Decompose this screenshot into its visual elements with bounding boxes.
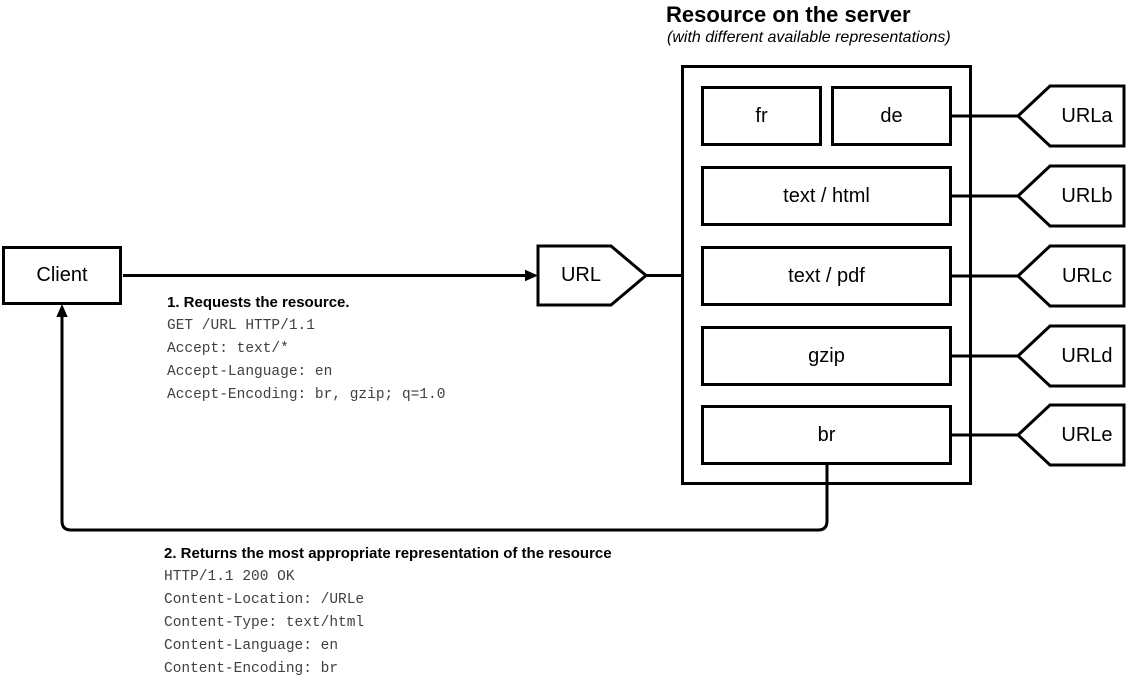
response-line: HTTP/1.1 200 OK <box>164 569 295 585</box>
response-arrowhead-icon <box>56 304 68 317</box>
representation-fr-box: fr <box>701 86 822 146</box>
representation-gzip-label: gzip <box>808 344 845 367</box>
request-line: Accept-Encoding: br, gzip; q=1.0 <box>167 387 446 403</box>
representation-html-label: text / html <box>783 184 870 207</box>
representation-de-box: de <box>831 86 952 146</box>
response-line: Content-Type: text/html <box>164 615 365 631</box>
representation-de-label: de <box>880 104 903 127</box>
request-line: Accept: text/* <box>167 341 289 357</box>
response-annotation: 2. Returns the most appropriate represen… <box>164 544 612 679</box>
response-line: Content-Location: /URLe <box>164 592 365 608</box>
representation-fr-label: fr <box>755 104 768 127</box>
response-heading: 2. Returns the most appropriate represen… <box>164 545 612 562</box>
request-annotation: 1. Requests the resource. GET /URL HTTP/… <box>167 293 445 407</box>
response-line: Content-Encoding: br <box>164 661 339 677</box>
request-line: Accept-Language: en <box>167 364 333 380</box>
representation-pdf-box: text / pdf <box>701 246 952 306</box>
request-arrowhead-icon <box>525 269 538 282</box>
response-line: Content-Language: en <box>164 638 339 654</box>
representation-html-box: text / html <box>701 166 952 226</box>
urla-label: URLa <box>1061 104 1113 127</box>
url-label: URL <box>560 264 601 286</box>
client-node: Client <box>2 246 122 305</box>
representation-gzip-box: gzip <box>701 326 952 386</box>
urlb-label: URLb <box>1061 184 1113 207</box>
representation-br-box: br <box>701 405 952 465</box>
server-subtitle: (with different available representation… <box>667 29 951 46</box>
representation-pdf-label: text / pdf <box>788 264 865 287</box>
request-heading: 1. Requests the resource. <box>167 294 350 311</box>
urle-label: URLe <box>1061 423 1113 446</box>
representation-br-label: br <box>817 423 836 446</box>
urld-label: URLd <box>1061 344 1113 367</box>
request-line: GET /URL HTTP/1.1 <box>167 318 315 334</box>
server-title: Resource on the server <box>666 2 911 27</box>
urlc-label: URLc <box>1061 264 1112 287</box>
client-label: Client <box>36 264 88 286</box>
